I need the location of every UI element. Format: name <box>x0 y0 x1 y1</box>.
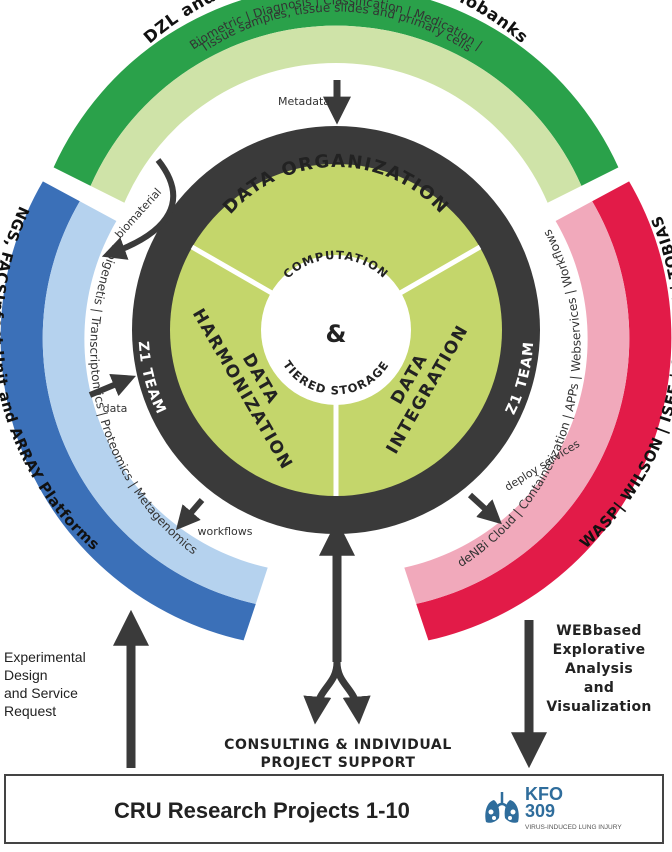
web-visualization-note: WEBbased Explorative Analysis and Visual… <box>546 623 652 715</box>
biomaterial-arrow <box>101 158 177 260</box>
kfo-subtitle: VIRUS-INDUCED LUNG INJURY <box>525 824 622 831</box>
deploy-arrow <box>467 492 502 525</box>
left-inner-segment <box>42 201 268 604</box>
right-inner-segment <box>404 201 630 604</box>
consulting-label: CONSULTING & INDIVIDUAL PROJECT SUPPORT <box>224 737 452 771</box>
kfo-line2: 309 <box>525 801 556 821</box>
metadata-label: Metadata <box>278 95 330 108</box>
center-disc <box>261 255 411 405</box>
arrows <box>88 80 547 769</box>
right-outer-segment <box>416 181 672 641</box>
data-arrow <box>88 374 136 398</box>
outer-ring <box>0 0 672 641</box>
data-label: data <box>103 402 128 415</box>
kfo-line1: KFO <box>525 784 563 804</box>
cru-projects-box: CRU Research Projects 1-10 KFO 309 VIRUS… <box>4 774 664 844</box>
consulting-left-arrow <box>303 661 341 725</box>
left-outer-segment <box>0 181 256 641</box>
workflows-label: workflows <box>197 525 252 538</box>
top-inner-segment <box>90 25 582 203</box>
lung-icon <box>485 792 519 823</box>
cru-title: CRU Research Projects 1-10 <box>114 798 410 823</box>
consulting-right-arrow <box>333 661 371 725</box>
workflows-arrow <box>175 498 205 531</box>
core-segments <box>170 164 502 496</box>
center-ampersand: & <box>326 320 347 348</box>
experimental-design-note: Experimental Design and Service Request <box>4 649 86 719</box>
top-outer-segment <box>53 0 619 186</box>
kfo-logo: KFO 309 VIRUS-INDUCED LUNG INJURY <box>482 784 632 840</box>
